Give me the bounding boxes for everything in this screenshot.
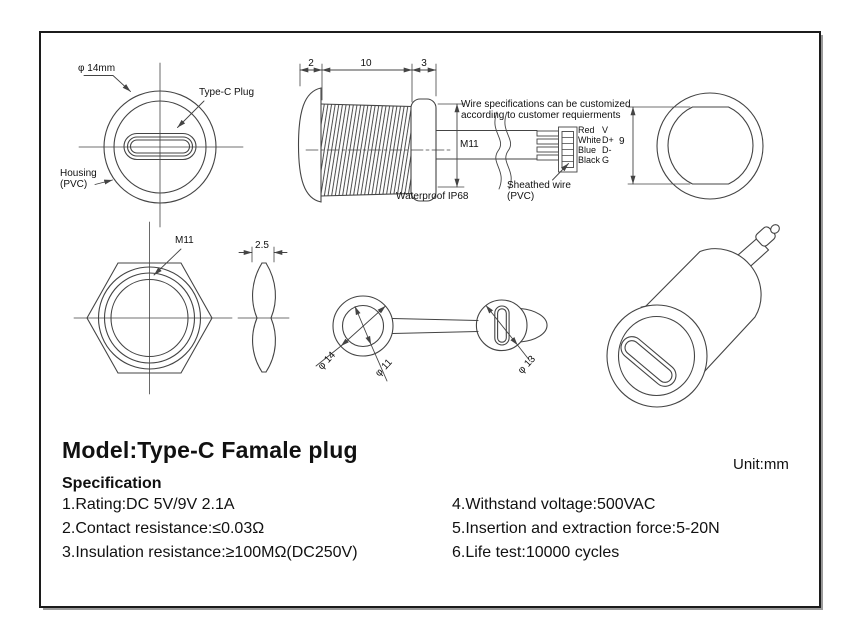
iso-flange-inner [617, 315, 696, 397]
leader-nut-thread [153, 248, 182, 276]
spec-item-4: 4.Withstand voltage:500VAC [452, 496, 656, 513]
typec-slot-outer [123, 132, 197, 161]
flange [297, 87, 322, 203]
dust-cap-view [315, 295, 548, 382]
housing-inner-circle [113, 100, 207, 194]
leader-diameter [83, 75, 131, 92]
pin-colors: Red White Blue Black [578, 125, 602, 165]
front-plug-label: Type-C Plug [199, 87, 255, 98]
iso-flange-outer [606, 304, 708, 408]
nut-side-view [237, 246, 290, 373]
nut-thread-spec: M11 [175, 235, 194, 246]
iso-slot-outer [620, 336, 677, 387]
leader-plug [177, 100, 205, 128]
pin-signals: V D+ D- G [602, 125, 614, 165]
wire-note: Wire specifications can be customized ac… [461, 99, 631, 121]
dim-neck-3: 3 [421, 58, 427, 69]
sheath-label: Sheathed wire (PVC) [507, 180, 571, 202]
housing-outer-circle [103, 90, 217, 204]
cap-tab [519, 307, 548, 343]
leader-housing [94, 179, 113, 185]
dim-thread-10: 10 [360, 58, 372, 69]
spec-item-1: 1.Rating:DC 5V/9V 2.1A [62, 496, 235, 513]
rear-double-d [667, 106, 754, 185]
side-view [297, 63, 578, 203]
waterproof-label: Waterproof IP68 [396, 191, 469, 202]
cap-plug-circle [475, 299, 528, 352]
spec-item-2: 2.Contact resistance:≤0.03Ω [62, 520, 265, 537]
side-thread-spec: M11 [460, 139, 479, 150]
front-housing-label: Housing (PVC) [60, 168, 97, 190]
spec-item-5: 5.Insertion and extraction force:5-20N [452, 520, 720, 537]
rear-flat-dim: 9 [619, 136, 625, 147]
dim-flange-2: 2 [308, 58, 314, 69]
leader-sheath [552, 163, 569, 181]
unit-label: Unit:mm [733, 456, 789, 473]
spec-heading: Specification [62, 475, 162, 492]
nut-thickness-dim: 2.5 [255, 240, 269, 251]
front-diameter-label: φ 14mm [78, 63, 116, 74]
spec-item-6: 6.Life test:10000 cycles [452, 544, 620, 561]
spec-item-3: 3.Insulation resistance:≥100MΩ(DC250V) [62, 544, 358, 561]
hexagon [86, 262, 213, 374]
rear-view [627, 92, 764, 200]
cap-ring-outer [332, 295, 394, 357]
thread-hatch [321, 104, 412, 196]
nut-front-view [73, 221, 233, 395]
rear-outer-circle [656, 92, 764, 200]
iso-view [606, 224, 780, 408]
page-title: Model:Type-C Famale plug [62, 437, 358, 463]
front-view [78, 62, 244, 228]
